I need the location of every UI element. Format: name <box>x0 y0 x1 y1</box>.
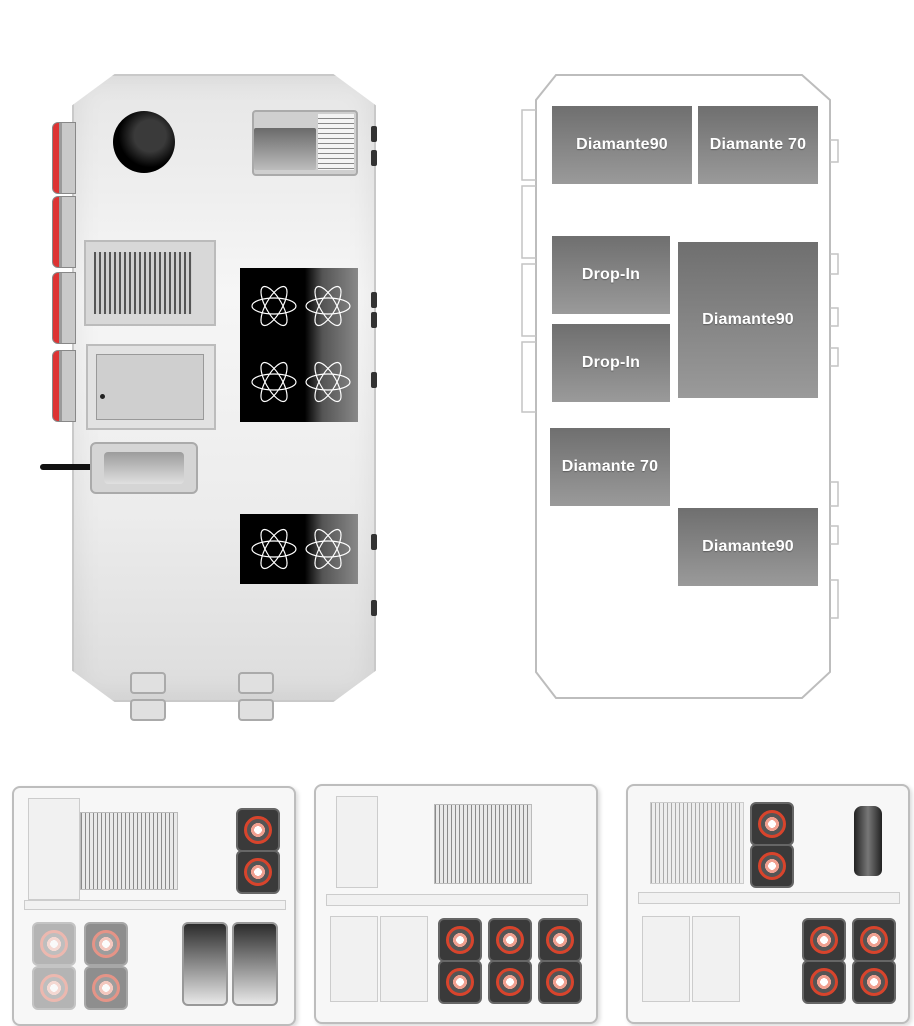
burner-icon <box>438 960 482 1004</box>
gastronorm-pan <box>238 699 274 721</box>
induction-hob-2-zone <box>240 514 358 584</box>
grill-grate <box>94 252 192 314</box>
right-control-stub <box>371 292 377 308</box>
induction-zones-small <box>251 528 351 570</box>
burner-icon <box>802 960 846 1004</box>
bain-marie-well <box>96 354 204 420</box>
atom-icon <box>251 285 297 327</box>
right-control-stub <box>371 600 377 616</box>
layout-zone-diamante70-lower[interactable]: Diamante 70 <box>550 428 670 506</box>
faint-unit <box>336 796 378 888</box>
pan-rail <box>326 894 588 906</box>
tray-well <box>254 128 316 170</box>
configuration-variant-3[interactable] <box>626 784 910 1024</box>
induction-hob-4-zone <box>240 268 358 422</box>
induction-zones-large <box>251 285 351 403</box>
burner-icon <box>236 808 280 852</box>
layout-zone-diamante90-middle[interactable]: Diamante90 <box>678 242 818 398</box>
pan-rail <box>24 900 286 910</box>
sink-well <box>232 922 278 1006</box>
atom-icon <box>305 528 351 570</box>
round-sink-icon <box>113 111 175 173</box>
side-control-knob[interactable] <box>52 272 76 344</box>
bottle-icon <box>854 806 882 876</box>
atom-icon <box>305 361 351 403</box>
tray-rack <box>318 114 354 170</box>
gastronorm-pan <box>238 672 274 694</box>
faint-unit <box>330 916 378 1002</box>
burner-icon <box>488 918 532 962</box>
sink-well <box>182 922 228 1006</box>
grill-plate <box>80 812 178 890</box>
side-control-knob[interactable] <box>52 196 76 268</box>
burner-icon <box>32 966 76 1010</box>
control-dot <box>100 394 105 399</box>
atom-icon <box>251 528 297 570</box>
layout-zone-diamante90-top[interactable]: Diamante90 <box>552 106 692 184</box>
right-control-stub <box>371 150 377 166</box>
burner-icon <box>750 802 794 846</box>
configuration-variant-2[interactable] <box>314 784 598 1024</box>
atom-icon <box>305 285 351 327</box>
fryer-basket <box>104 452 184 484</box>
burner-icon <box>802 918 846 962</box>
pan-rail <box>638 892 900 904</box>
grill-plate <box>650 802 744 884</box>
burner-icon <box>236 850 280 894</box>
gastronorm-pan-group <box>238 672 312 721</box>
faint-unit <box>28 798 80 900</box>
burner-icon <box>538 918 582 962</box>
fryer-handle[interactable] <box>40 464 96 470</box>
grill-plate <box>434 804 532 884</box>
burner-icon <box>32 922 76 966</box>
layout-zone-drop-in-lower[interactable]: Drop-In <box>552 324 670 402</box>
burner-icon <box>488 960 532 1004</box>
schematic-outline <box>521 74 839 699</box>
gastronorm-pan <box>130 699 166 721</box>
burner-icon <box>84 922 128 966</box>
atom-icon <box>251 361 297 403</box>
configuration-variant-1[interactable] <box>12 786 296 1026</box>
burner-icon <box>852 918 896 962</box>
right-control-stub <box>371 312 377 328</box>
layout-zone-drop-in-upper[interactable]: Drop-In <box>552 236 670 314</box>
gastronorm-pan <box>130 672 166 694</box>
burner-icon <box>852 960 896 1004</box>
burner-icon <box>438 918 482 962</box>
burner-icon <box>538 960 582 1004</box>
side-control-knob[interactable] <box>52 350 76 422</box>
faint-unit <box>642 916 690 1002</box>
side-control-knob[interactable] <box>52 122 76 194</box>
gastronorm-pan-group <box>130 672 204 721</box>
faint-unit <box>692 916 740 1002</box>
burner-icon <box>84 966 128 1010</box>
layout-zone-diamante70-top[interactable]: Diamante 70 <box>698 106 818 184</box>
right-control-stub <box>371 126 377 142</box>
layout-zone-diamante90-bottom[interactable]: Diamante90 <box>678 508 818 586</box>
right-control-stub <box>371 534 377 550</box>
right-control-stub <box>371 372 377 388</box>
burner-icon <box>750 844 794 888</box>
faint-unit <box>380 916 428 1002</box>
